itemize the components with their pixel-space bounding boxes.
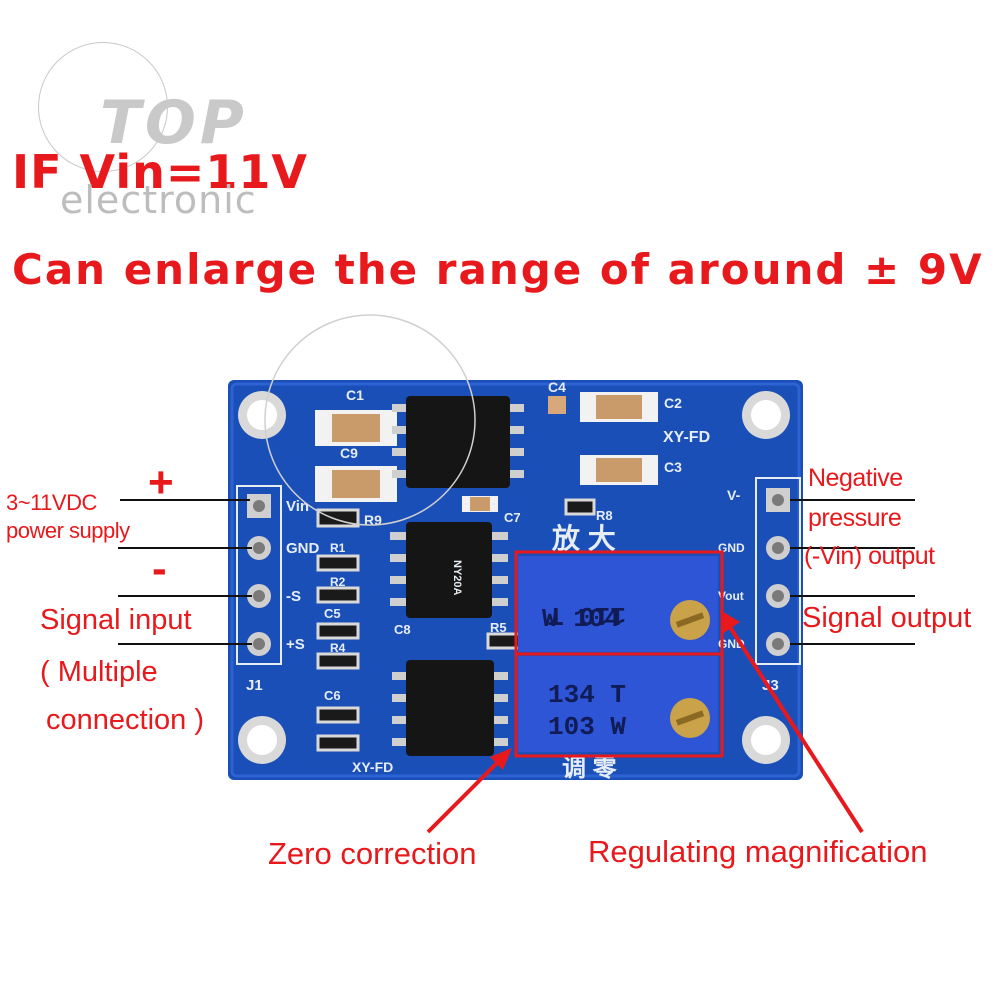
resistors xyxy=(316,498,596,752)
silk-c6: C6 xyxy=(324,688,341,703)
silk-vin: Vin xyxy=(286,498,309,515)
svg-text:W 104: W 104 xyxy=(542,604,620,634)
watermark-circle-board xyxy=(264,314,476,526)
svg-text:110 T: 110 T xyxy=(548,600,626,630)
svg-text:134 T: 134 T xyxy=(548,680,626,710)
silk-c2: C2 xyxy=(664,395,682,411)
chip-marking-1: NY20A xyxy=(451,560,463,596)
zero-correction-label: Zero correction xyxy=(268,836,477,871)
multiple-connection-label-1: ( Multiple xyxy=(40,656,158,688)
silk-cn-top: 放 大 xyxy=(551,522,616,554)
silk-pos-s: +S xyxy=(286,636,305,653)
silk-model-bottom: XY-FD xyxy=(352,759,393,775)
annotation-lines xyxy=(118,499,915,645)
arrow-magnification xyxy=(720,610,864,834)
silk-r5: R5 xyxy=(490,620,507,635)
mounting-holes xyxy=(238,391,790,764)
silk-vneg: V- xyxy=(727,487,741,503)
silk-c8: C8 xyxy=(394,622,411,637)
silk-r2: R2 xyxy=(330,575,346,589)
silk-c7: C7 xyxy=(504,510,521,525)
potentiometer-zero: 134 T 103 W xyxy=(518,656,718,752)
right-header-pins xyxy=(766,488,790,656)
silk-r1: R1 xyxy=(330,541,346,555)
regulating-magnification-label: Regulating magnification xyxy=(588,834,928,869)
capacitors xyxy=(315,392,658,512)
silk-c4: C4 xyxy=(548,379,566,395)
silk-cn-bottom: 调 零 xyxy=(562,755,618,782)
signal-output-label: Signal output xyxy=(802,602,972,634)
negative-label-1: Negative xyxy=(808,464,903,492)
silk-vout: Vout xyxy=(718,589,744,603)
multiple-connection-label-2: connection ) xyxy=(46,704,204,736)
silk-c1: C1 xyxy=(346,387,364,403)
watermark-logo-top: TOP xyxy=(100,88,248,158)
silk-j1: J1 xyxy=(246,677,263,694)
silk-neg-s: -S xyxy=(286,588,301,605)
silk-c3: C3 xyxy=(664,459,682,475)
plus-sign: + xyxy=(148,458,174,507)
silk-model-top: XY-FD xyxy=(663,429,710,446)
watermark-logo-sub: electronic xyxy=(60,178,257,222)
silk-gnd-left: GND xyxy=(286,540,320,557)
silk-r4: R4 xyxy=(330,641,346,655)
arrow-zero-correction xyxy=(426,748,512,834)
power-supply-voltage: 3~11VDC xyxy=(6,490,97,515)
headline-vin: IF Vin=11V xyxy=(12,145,309,199)
potentiometer-magnification: 110 T W 104 xyxy=(518,556,718,652)
svg-text:103 W: 103 W xyxy=(548,712,626,742)
ic-chips xyxy=(390,396,524,756)
minus-sign: - xyxy=(152,544,167,593)
negative-label-2: pressure xyxy=(808,504,902,532)
silk-c5: C5 xyxy=(324,606,341,621)
negative-label-3: (-Vin) output xyxy=(804,542,935,570)
silk-gnd-right: GND xyxy=(718,541,745,555)
left-header-pins xyxy=(247,494,271,656)
headline-range: Can enlarge the range of around ± 9V xyxy=(12,245,984,294)
silk-c9: C9 xyxy=(340,445,358,461)
signal-input-label: Signal input xyxy=(40,604,192,636)
power-supply-label: power supply xyxy=(6,518,130,543)
watermark-logo-circle xyxy=(38,42,168,172)
silk-r8: R8 xyxy=(596,508,613,523)
